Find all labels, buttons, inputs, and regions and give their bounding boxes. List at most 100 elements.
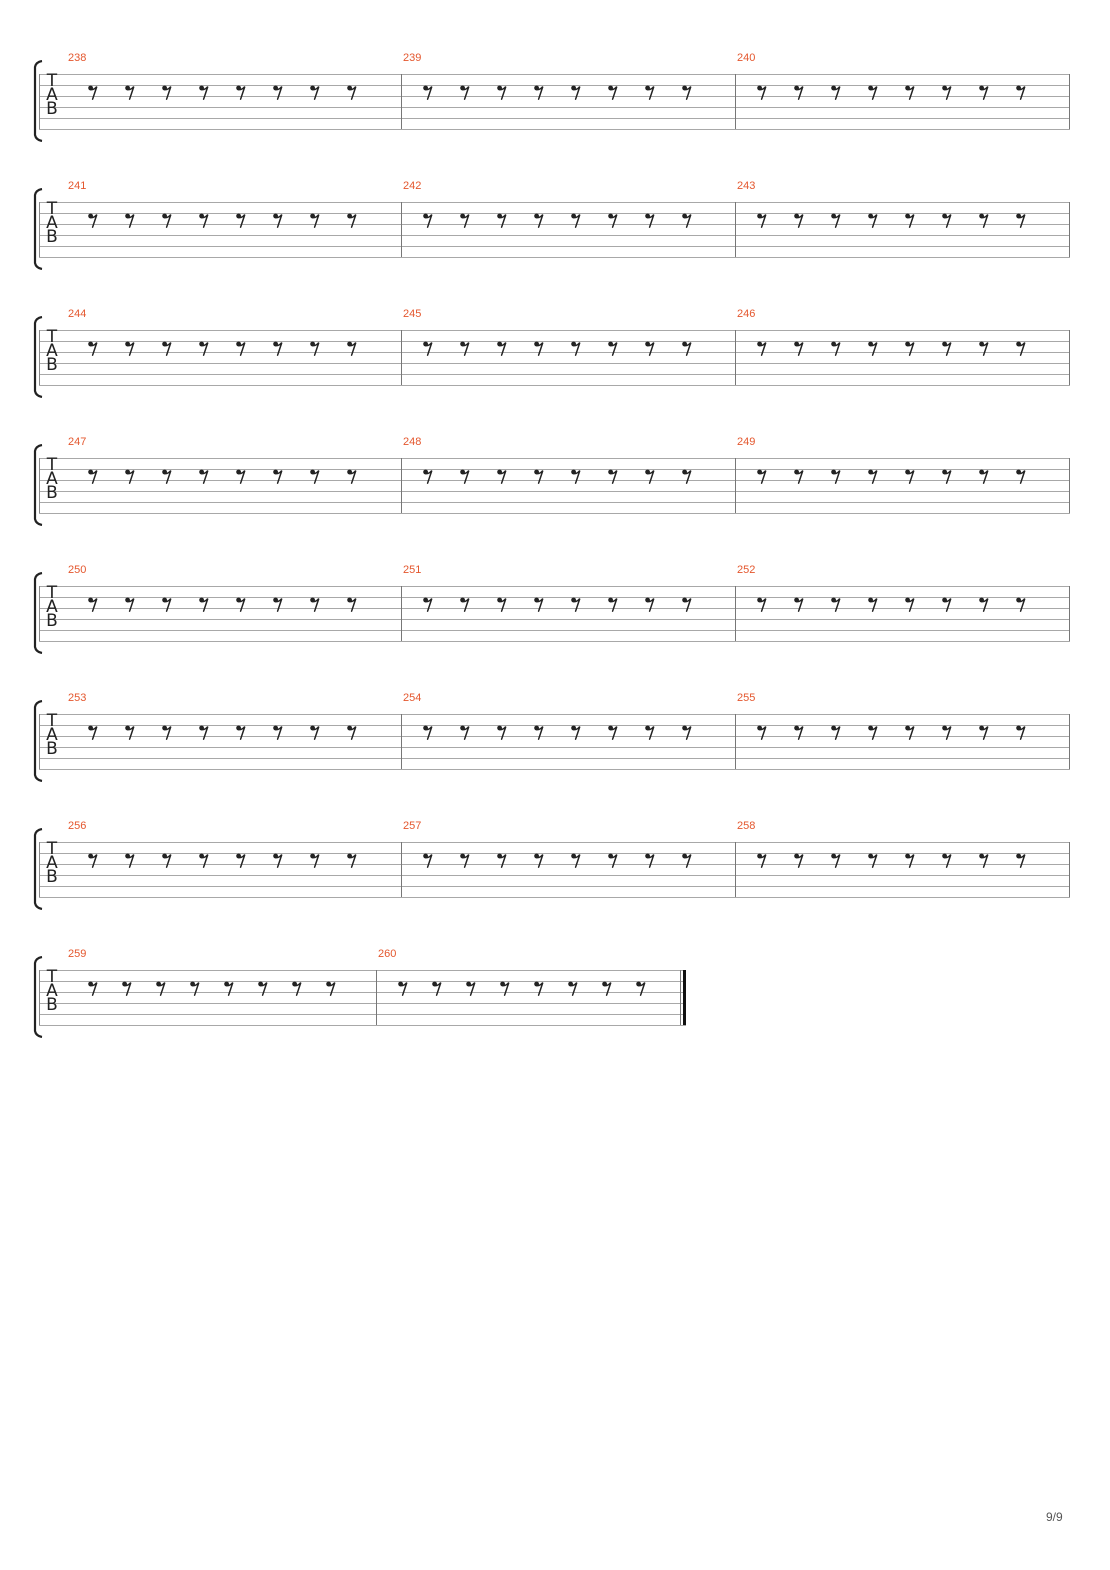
system-bracket <box>33 60 43 142</box>
staff-line <box>39 1014 686 1015</box>
eighth-rest-icon <box>199 84 209 100</box>
eighth-rest-icon <box>979 340 989 356</box>
tab-clef-letter: A <box>46 981 58 1001</box>
measure: 249 <box>736 436 1070 513</box>
eighth-rest-icon <box>466 980 476 996</box>
eighth-rest-icon <box>125 468 135 484</box>
eighth-rest-icon <box>347 852 357 868</box>
measure: 250 <box>39 564 402 641</box>
staff-line <box>39 107 1070 108</box>
eighth-rest-icon <box>88 724 98 740</box>
eighth-rest-icon <box>757 340 767 356</box>
measure: 253 <box>39 692 402 769</box>
eighth-rest-icon <box>602 980 612 996</box>
measure-number: 260 <box>378 948 397 960</box>
eighth-rest-icon <box>162 84 172 100</box>
tab-clef-letter: A <box>46 341 58 361</box>
eighth-rest-icon <box>292 980 302 996</box>
eighth-rest-icon <box>979 724 989 740</box>
staff-line <box>39 586 1070 587</box>
staff-line <box>39 502 1070 503</box>
eighth-rest-icon <box>236 724 246 740</box>
eighth-rest-icon <box>347 468 357 484</box>
eighth-rest-icon <box>310 596 320 612</box>
barline <box>735 842 736 897</box>
eighth-rest-icon <box>88 340 98 356</box>
eighth-rest-icon <box>88 980 98 996</box>
system-bracket <box>33 444 43 526</box>
eighth-rest-icon <box>460 468 470 484</box>
eighth-rest-icon <box>571 212 581 228</box>
eighth-rest-icon <box>190 980 200 996</box>
eighth-rest-icon <box>497 468 507 484</box>
eighth-rest-icon <box>310 468 320 484</box>
measure: 254 <box>402 692 736 769</box>
eighth-rest-icon <box>199 212 209 228</box>
staff-line <box>39 747 1070 748</box>
eighth-rest-icon <box>868 596 878 612</box>
eighth-rest-icon <box>273 84 283 100</box>
eighth-rest-icon <box>794 468 804 484</box>
barline <box>401 586 402 641</box>
eighth-rest-icon <box>162 212 172 228</box>
measure: 259 <box>39 948 377 1025</box>
measure: 239 <box>402 52 736 129</box>
staff-line <box>39 96 1070 97</box>
eighth-rest-icon <box>423 468 433 484</box>
staff-line <box>39 641 1070 642</box>
eighth-rest-icon <box>497 212 507 228</box>
eighth-rest-icon <box>571 724 581 740</box>
measure: 258 <box>736 820 1070 897</box>
measure-number: 238 <box>68 52 87 64</box>
staff-line <box>39 981 686 982</box>
tab-clef-letter: B <box>46 355 58 375</box>
eighth-rest-icon <box>125 852 135 868</box>
staff-line <box>39 129 1070 130</box>
staff-line <box>39 970 686 971</box>
eighth-rest-icon <box>326 980 336 996</box>
eighth-rest-icon <box>236 852 246 868</box>
tab-clef-letter: T <box>46 199 58 219</box>
eighth-rest-icon <box>347 724 357 740</box>
eighth-rest-icon <box>608 468 618 484</box>
eighth-rest-icon <box>645 340 655 356</box>
eighth-rest-icon <box>162 340 172 356</box>
eighth-rest-icon <box>497 84 507 100</box>
staff-line <box>39 1025 686 1026</box>
eighth-rest-icon <box>568 980 578 996</box>
measure-number: 245 <box>403 308 422 320</box>
eighth-rest-icon <box>534 212 544 228</box>
eighth-rest-icon <box>236 596 246 612</box>
staff-line <box>39 864 1070 865</box>
eighth-rest-icon <box>236 212 246 228</box>
eighth-rest-icon <box>423 84 433 100</box>
eighth-rest-icon <box>794 852 804 868</box>
eighth-rest-icon <box>347 84 357 100</box>
staff-start-barline <box>39 202 40 257</box>
measure: 246 <box>736 308 1070 385</box>
tab-clef-letter: B <box>46 867 58 887</box>
eighth-rest-icon <box>88 212 98 228</box>
eighth-rest-icon <box>794 212 804 228</box>
eighth-rest-icon <box>497 340 507 356</box>
eighth-rest-icon <box>199 724 209 740</box>
tab-clef-letter: B <box>46 99 58 119</box>
measure-number: 258 <box>737 820 756 832</box>
measure: 256 <box>39 820 402 897</box>
eighth-rest-icon <box>88 84 98 100</box>
measure-number: 255 <box>737 692 756 704</box>
staff-line <box>39 491 1070 492</box>
system-bracket <box>33 188 43 270</box>
eighth-rest-icon <box>831 852 841 868</box>
eighth-rest-icon <box>423 340 433 356</box>
